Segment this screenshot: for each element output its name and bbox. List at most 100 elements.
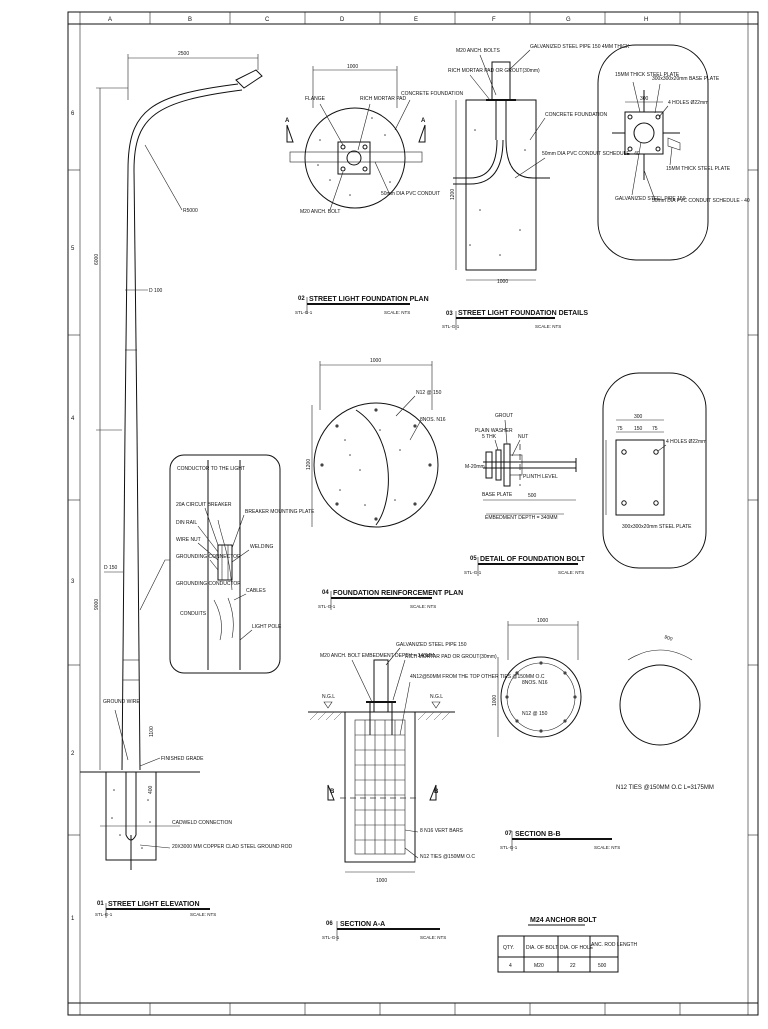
bb-label-n12: N12 @ 150: [522, 711, 548, 717]
col-label-a: A: [108, 17, 112, 23]
details-label-concrete: CONCRETE FOUNDATION: [545, 112, 608, 118]
street-light-elevation: 2500 R5000 6000 9000 D 100 D 150: [80, 51, 293, 918]
dim-400: 400: [148, 785, 154, 794]
col-label-d: D: [340, 17, 345, 23]
tie-dim: 900: [663, 634, 673, 643]
row-label-4: 4: [71, 416, 75, 422]
foundation-plan: 1000 FLANGE RICH MORTAR PAD CONCRETE FOU…: [285, 64, 464, 315]
cadweld-label: CADWELD CONNECTION: [172, 820, 232, 826]
row-label-6: 6: [71, 111, 75, 117]
title-05-ref: STL-G-1: [464, 570, 482, 575]
anchor-len: 500: [528, 493, 537, 499]
detail-label-wire-nut: WIRE NUT: [176, 537, 201, 543]
title-03-scale: SCALE: NTS: [535, 324, 561, 329]
title-04-ref: STL-G-1: [318, 604, 336, 609]
detail-label-grounding-conductor: GROUNDING CONDUCTOR: [176, 581, 241, 587]
title-01-num: 01: [97, 901, 104, 907]
title-02-ref: STL-G-1: [295, 310, 313, 315]
title-06-text: SECTION A-A: [340, 921, 385, 928]
radius-label: R5000: [183, 208, 198, 214]
table-header-length: ANC. ROD LENGTH: [591, 942, 638, 948]
upper-height-dim: 6000: [94, 254, 100, 265]
title-01-text: STREET LIGHT ELEVATION: [108, 901, 200, 908]
section-a-a: B B N.G.L N.G.L M20 ANCH. BOLT EMBEDMENT…: [308, 642, 545, 941]
title-03-ref: STL-G-1: [442, 324, 460, 329]
plan-dim-1000: 1000: [347, 64, 358, 70]
anchor-bolt-table: M24 ANCHOR BOLT QTY. DIA. OF BOLT DIA. O…: [497, 917, 638, 973]
section-b-right: B: [434, 789, 439, 795]
plan-label-conduit: 50mm DIA PVC CONDUIT: [381, 191, 440, 197]
plate-label-plate: 300x300x20mm STEEL PLATE: [622, 524, 692, 530]
plate-dim-75a: 75: [617, 426, 623, 432]
reinforcement-plan: 1000 1200 N12 @ 150 8NOS. N16 04 FOUNDAT…: [306, 358, 463, 610]
ground-wire-label: GROUND WIRE: [103, 699, 140, 705]
title-06-num: 06: [326, 921, 333, 927]
detail-label-breaker: 20A CIRCUIT BREAKER: [176, 502, 232, 508]
total-height-dim: 9000: [94, 599, 100, 610]
title-07-num: 07: [505, 831, 512, 837]
table-cell-hole: 22: [570, 963, 576, 969]
aa-label-pipe: GALVANIZED STEEL PIPE 150: [396, 642, 467, 648]
details-depth: 1200: [450, 189, 456, 200]
baseplate-label-plate15: 15MM THICK STEEL PLATE: [666, 166, 731, 172]
title-06-ref: STL-G-1: [322, 935, 340, 940]
col-label-f: F: [492, 17, 496, 23]
table-title: M24 ANCHOR BOLT: [530, 917, 597, 924]
plate-dim-300: 300: [634, 414, 643, 420]
dim-1100: 1100: [149, 726, 155, 737]
title-07-ref: STL-G-1: [500, 845, 518, 850]
anchor-label-plinth: PLINTH LEVEL: [523, 474, 558, 480]
title-04-num: 04: [322, 590, 329, 596]
detail-label-conduits: CONDUITS: [180, 611, 207, 617]
steel-plate-view: 300 75 150 75 4 HOLES Ø22mm 300x300x20mm…: [602, 372, 707, 569]
plan-label-concrete: CONCRETE FOUNDATION: [401, 91, 464, 97]
anchor-label-grout: GROUT: [495, 413, 513, 419]
col-label-h: H: [644, 17, 648, 23]
reinf-label-n12: N12 @ 150: [416, 390, 442, 396]
row-label-3: 3: [71, 579, 75, 585]
title-01-ref: STL-G-1: [95, 912, 113, 917]
title-02-num: 02: [298, 296, 305, 302]
plan-label-flange: FLANGE: [305, 96, 326, 102]
aa-ngl-right: N.G.L: [430, 694, 443, 700]
plate-dim-75b: 75: [652, 426, 658, 432]
baseplate-label-base: 300x300x20mm BASE PLATE: [652, 76, 720, 82]
title-01-scale: SCALE: NTS: [190, 912, 216, 917]
bottom-diameter: D 150: [104, 565, 118, 571]
base-plate-view: 300 15MM THICK STEEL PLATE 300x300x20mm …: [597, 44, 750, 261]
title-02-text: STREET LIGHT FOUNDATION PLAN: [309, 296, 429, 303]
details-label-bolts: M20 ANCH. BOLTS: [456, 48, 500, 54]
col-label-b: B: [188, 17, 192, 23]
baseplate-label-holes: 4 HOLES Ø22mm: [668, 100, 708, 106]
detail-label-welding: WELDING: [250, 544, 273, 550]
detail-label-din-rail: DIN RAIL: [176, 520, 197, 526]
aa-dim-1000: 1000: [376, 878, 387, 884]
details-width: 1000: [497, 279, 508, 285]
row-label-5: 5: [71, 246, 75, 252]
baseplate-label-pipe: GALVANIZED STEEL PIPE 150: [615, 196, 686, 202]
pole-base-detail: CONDUCTOR TO THE LIGHT 20A CIRCUIT BREAK…: [169, 454, 315, 674]
top-diameter: D 100: [149, 288, 163, 294]
title-07-scale: SCALE: NTS: [594, 845, 620, 850]
reinf-label-bars: 8NOS. N16: [420, 417, 446, 423]
baseplate-label-conduit: 50mm DIA PVC CONDUIT SCHEDULE - 40: [652, 198, 750, 204]
bb-label-bars: 8NOS. N16: [522, 680, 548, 686]
tie-detail: 900 N12 TIES @150MM O.C L=3175MM: [616, 634, 714, 791]
plan-section-a-right: A: [421, 118, 426, 124]
reinf-dim: 1000: [370, 358, 381, 364]
plate-label-holes: 4 HOLES Ø22mm: [666, 439, 706, 445]
anchor-label-embed: EMBEDMENT DEPTH = 340MM: [485, 515, 558, 521]
anchor-label-m20: M-20mm: [465, 464, 485, 470]
table-header-bolt: DIA. OF BOLT: [526, 945, 558, 951]
anchor-label-base: BASE PLATE: [482, 492, 513, 498]
reinf-depth: 1200: [306, 459, 312, 470]
title-05-num: 05: [470, 556, 477, 562]
title-03-text: STREET LIGHT FOUNDATION DETAILS: [458, 310, 588, 317]
detail-label-grounding-connector: GROUNDING CONNECTOR: [176, 554, 241, 560]
aa-label-ties: 4N12@50MM FROM THE TOP OTHER TIES @150MM…: [410, 674, 545, 680]
bb-depth: 1000: [492, 695, 498, 706]
table-cell-length: 500: [598, 963, 607, 969]
row-label-2: 2: [71, 751, 75, 757]
